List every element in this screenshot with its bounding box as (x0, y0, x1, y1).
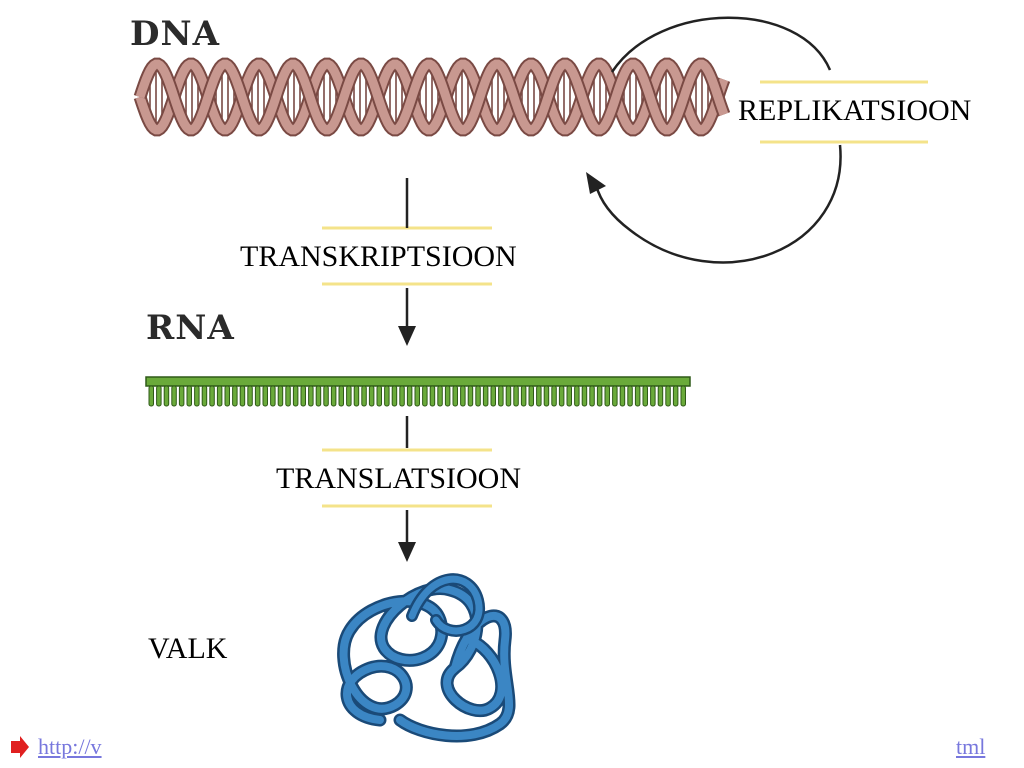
rna-base (163, 385, 170, 407)
rna-base (467, 385, 474, 407)
rna-base (566, 385, 572, 407)
rna-base (209, 385, 215, 407)
rna-base (285, 385, 291, 407)
dna-double-helix (133, 57, 731, 137)
rna-base (551, 385, 557, 407)
rna-base (254, 385, 261, 407)
rna-base (414, 385, 420, 407)
rna-base (505, 385, 512, 407)
translation-label: TRANSLATSIOON (276, 462, 522, 495)
rna-base (300, 385, 306, 407)
replication-cycle-arrow (594, 16, 842, 264)
rna-base (292, 385, 299, 407)
protein-label: VALK (148, 632, 228, 665)
rna-base (262, 385, 268, 407)
rna-base (536, 385, 542, 407)
rna-base (232, 385, 238, 407)
rna-base (444, 385, 451, 407)
rna-base (186, 385, 192, 407)
rna-base (627, 385, 633, 407)
source-link-right[interactable]: tml (956, 734, 986, 759)
rna-base (475, 385, 481, 407)
rna-base (224, 385, 230, 407)
rna-base (308, 385, 314, 407)
rna-base (171, 385, 177, 407)
rna-base (680, 385, 686, 407)
rna-base (323, 385, 329, 407)
rna-base (543, 385, 550, 407)
transcription-label: TRANSKRIPTSIOON (240, 240, 517, 273)
rna-base (604, 385, 610, 407)
rna-base (490, 385, 496, 407)
rna-base (384, 385, 390, 407)
replication-arrowhead (586, 172, 606, 194)
rna-base (338, 385, 344, 407)
rna-base (239, 385, 246, 407)
rna-label: RNA (146, 308, 235, 348)
rna-base (581, 385, 588, 407)
rna-base (270, 385, 276, 407)
rna-base (346, 385, 352, 407)
rna-base (201, 385, 208, 407)
rna-base (634, 385, 641, 407)
rna-base (619, 385, 626, 407)
rna-base (391, 385, 398, 407)
rna-base (558, 385, 565, 407)
rna-base (330, 385, 337, 407)
rna-base (437, 385, 443, 407)
rna-base (353, 385, 360, 407)
rna-base (399, 385, 405, 407)
rna-base (156, 385, 162, 407)
rna-base (482, 385, 489, 407)
rna-base (406, 385, 413, 407)
rna-base (513, 385, 519, 407)
translation-label-rules (322, 448, 492, 508)
rna-base (520, 385, 527, 407)
protein-tangle (337, 573, 516, 743)
rna-base (216, 385, 223, 407)
source-link-left[interactable]: http://v (38, 734, 102, 759)
dna-strand (135, 59, 729, 135)
rna-base (574, 385, 580, 407)
rna-backbone (145, 376, 691, 387)
rna-base (498, 385, 504, 407)
rna-single-strand (145, 376, 691, 407)
transcription-arrowhead (398, 326, 416, 346)
rna-base (178, 385, 185, 407)
rna-base (612, 385, 618, 407)
rna-base (452, 385, 458, 407)
dna-strand (135, 59, 729, 135)
rna-base (148, 385, 154, 407)
rna-base (422, 385, 428, 407)
dna-label: DNA (130, 14, 220, 54)
translation-arrowhead (398, 542, 416, 562)
replication-label-rules (760, 80, 928, 144)
rna-base (589, 385, 595, 407)
rna-base (672, 385, 679, 407)
rna-base (277, 385, 284, 407)
rna-base (376, 385, 382, 407)
rna-base (315, 385, 322, 407)
rna-base (657, 385, 664, 407)
arrow-bullet-icon (11, 736, 29, 758)
replication-label: REPLIKATSIOON (736, 94, 974, 128)
rna-base (596, 385, 603, 407)
rna-base (194, 385, 200, 407)
rna-base (368, 385, 375, 407)
rna-base (528, 385, 534, 407)
rna-base (247, 385, 253, 407)
rna-base (650, 385, 656, 407)
rna-base (665, 385, 671, 407)
rna-base (361, 385, 367, 407)
rna-base (460, 385, 466, 407)
rna-base (429, 385, 436, 407)
rna-base (642, 385, 648, 407)
